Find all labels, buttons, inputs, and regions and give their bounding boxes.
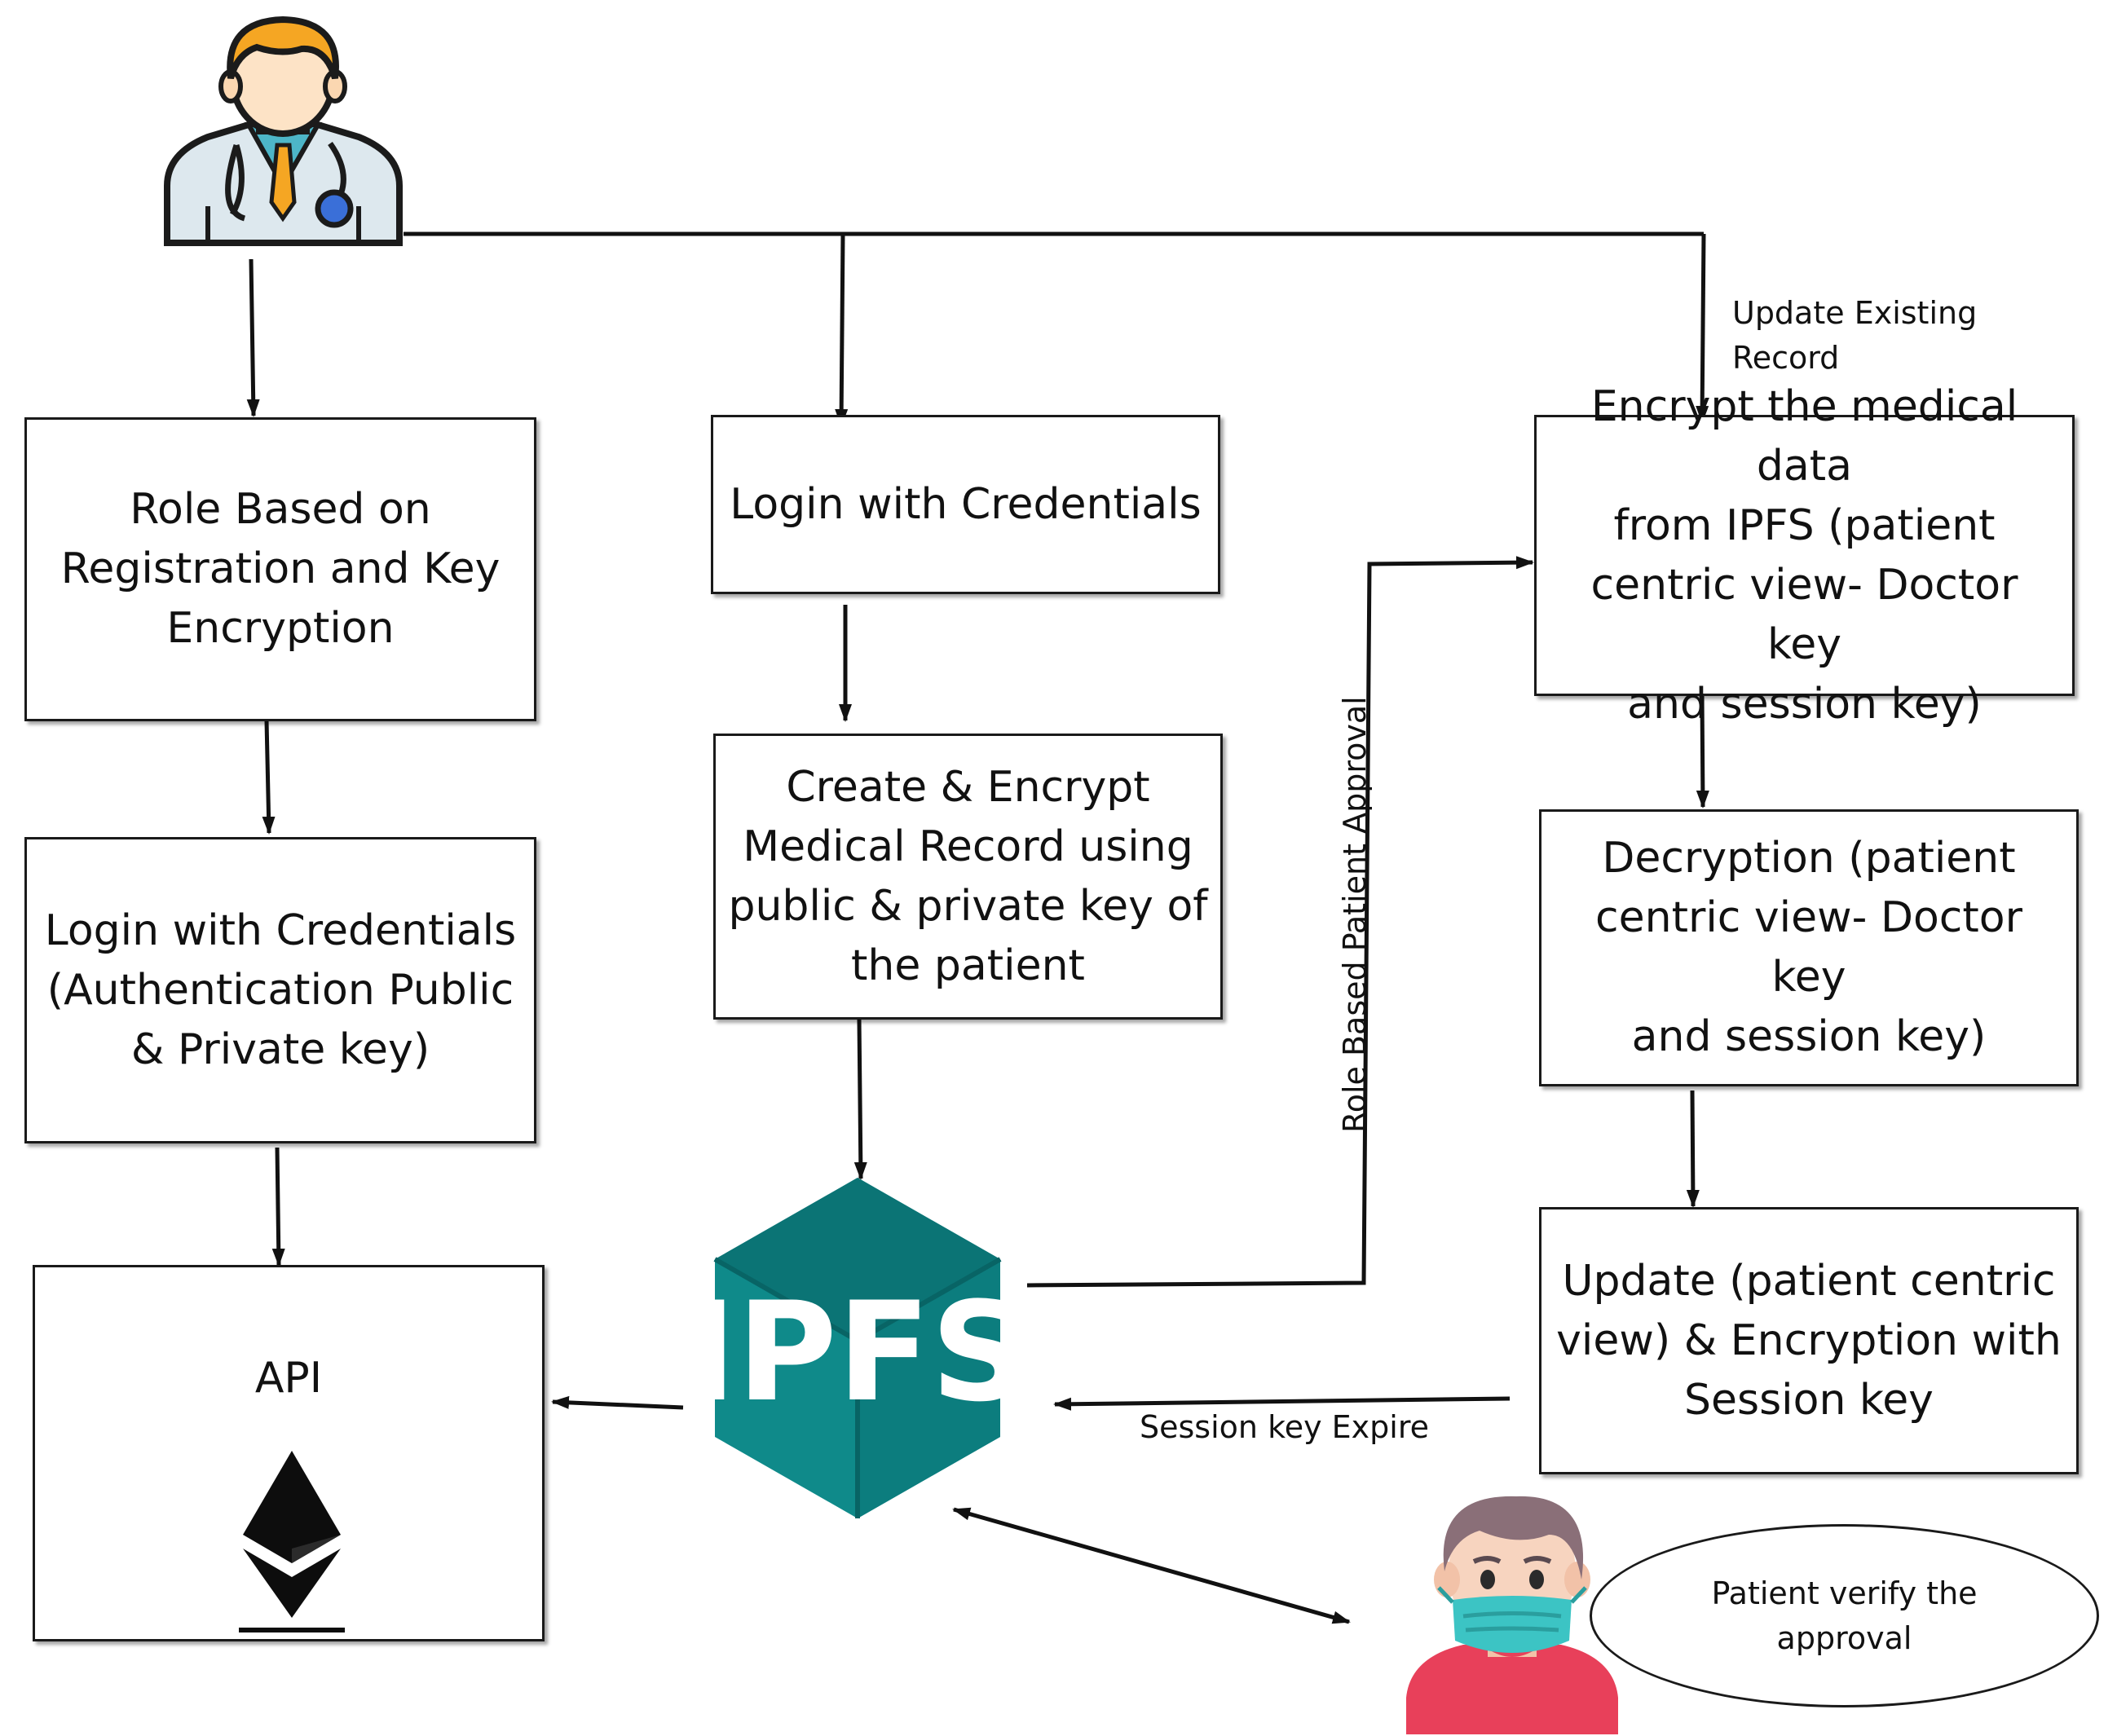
role-based-approval-label: Role Based Patient Approval xyxy=(1337,696,1373,1133)
encrypt-ipfs-box: Encrypt the medical data from IPFS (pati… xyxy=(1534,382,2075,729)
arrow-update-ipfs xyxy=(1053,1396,1511,1411)
arrow-encrypt-decrypt xyxy=(1696,694,1709,809)
arrow-top-login xyxy=(835,233,849,427)
patient-icon xyxy=(1406,1496,1618,1734)
login-center-box: Login with Credentials xyxy=(711,415,1220,594)
arrow-ipfs-patient xyxy=(952,1507,1351,1624)
arrow-decrypt-update xyxy=(1686,1090,1700,1208)
decryption-box: Decryption (patient centric view- Doctor… xyxy=(1539,809,2079,1086)
session-expire-label: Session key Expire xyxy=(1140,1409,1430,1445)
api-box: API xyxy=(33,1265,545,1641)
update-existing-label: Update Existing Record xyxy=(1732,295,1978,376)
role-registration-box: Role Based on Registration and Key Encry… xyxy=(24,417,536,721)
login-auth-box: Login with Credentials (Authentication P… xyxy=(24,837,536,1143)
arrow-create-ipfs xyxy=(853,1019,867,1180)
arrow-top-encrypt xyxy=(1696,233,1709,424)
update-box: Update (patient centric view) & Encrypti… xyxy=(1539,1207,2079,1474)
patient-verify-bubble: Patient verify the approval xyxy=(1590,1524,2099,1707)
arrow-role-login xyxy=(262,720,276,835)
ethereum-icon xyxy=(239,1451,345,1632)
doctor-icon xyxy=(164,15,403,246)
ipfs-logo-text: IPFS xyxy=(711,1272,1004,1432)
api-label: API xyxy=(254,1354,323,1403)
ipfs-logo: IPFS xyxy=(711,1178,1004,1518)
arrow-doctor-role xyxy=(246,258,260,417)
arrow-ipfs-api xyxy=(551,1395,684,1410)
arrow-login-api xyxy=(271,1147,285,1267)
create-encrypt-box: Create & Encrypt Medical Record using pu… xyxy=(713,734,1223,1020)
arrow-ipfs-encrypt xyxy=(1026,556,1534,1288)
